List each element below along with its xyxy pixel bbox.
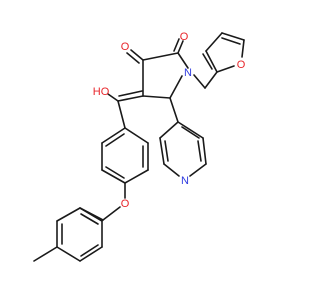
bond-c3-o-b xyxy=(126,52,140,64)
bond-bz2-3 xyxy=(56,246,81,262)
pyridine-ring xyxy=(159,121,207,177)
bond-bz2-6 xyxy=(79,207,103,222)
bond-c2-o-a xyxy=(177,40,184,54)
bond-fu-c2-c3 xyxy=(205,50,218,73)
bond-n-ch2 xyxy=(193,74,206,89)
bond-ch2-furan xyxy=(204,71,218,89)
pyrrolidinone-ring xyxy=(142,52,189,99)
bond-c3-c2 xyxy=(142,52,179,61)
bond-o-ch2 xyxy=(102,206,121,221)
atom-label-furan-o: O xyxy=(237,59,246,71)
bond-bz2-4 xyxy=(79,246,103,262)
atom-label-ring-n: N xyxy=(184,67,192,79)
pyridine-n-text: N xyxy=(181,175,189,187)
bond-bz2-1 xyxy=(56,207,81,222)
bond-py-5-inner xyxy=(197,140,202,162)
bond-bz1-4-inner xyxy=(105,166,125,179)
bond-bz1-1 xyxy=(124,127,149,144)
bond-c5-pyridyl xyxy=(169,97,179,123)
bond-bz1-6-inner xyxy=(105,133,125,147)
molecule-canvas: O O N O HO N O xyxy=(33,31,246,262)
bond-bz2-6-inner xyxy=(80,213,99,225)
atom-label-keto-o-1: O xyxy=(121,41,130,53)
furan-o-text: O xyxy=(237,59,246,71)
bond-c4-cex-a xyxy=(117,95,144,102)
bond-cex-aryl xyxy=(117,100,126,129)
ether-o-text: O xyxy=(121,198,130,210)
bond-bz1-6 xyxy=(101,127,126,144)
furan-ring xyxy=(202,32,245,73)
keto-o-1-text: O xyxy=(121,41,130,53)
bond-bz2-4-inner xyxy=(80,244,99,257)
bond-bz1-3 xyxy=(124,169,149,184)
benzene-ring-1 xyxy=(101,127,149,184)
bond-py-6 xyxy=(177,121,204,139)
atom-label-ether-o: O xyxy=(121,198,130,210)
bond-c5-c4 xyxy=(142,95,171,99)
bond-py-4 xyxy=(189,163,207,177)
molecule-structure: O O N O HO N O xyxy=(33,31,246,262)
bond-fu-c2-c3-inner xyxy=(202,53,213,70)
bond-py-3 xyxy=(163,163,180,177)
hydroxyl-text: HO xyxy=(93,86,110,98)
bond-py-1 xyxy=(159,121,179,139)
atom-label-hydroxyl: HO xyxy=(93,86,110,98)
bond-n1-c5 xyxy=(169,75,183,99)
atom-label-pyridine-n: N xyxy=(181,175,189,187)
bond-py-2-inner xyxy=(164,140,169,162)
atom-label-keto-o-2: O xyxy=(180,31,189,43)
bond-c3-o-a xyxy=(130,49,144,61)
ring-n-text: N xyxy=(184,67,192,79)
bond-fu-c4-c5-inner xyxy=(221,37,241,45)
bond-bz1-4 xyxy=(101,169,126,184)
bond-fu-c3-c4 xyxy=(205,32,223,52)
bond-fu-o-c2 xyxy=(216,65,235,73)
bond-c2-o-b xyxy=(173,38,180,52)
bond-fu-c5-o xyxy=(241,39,245,58)
bond-c4-cex-b xyxy=(118,90,143,97)
bond-cex-oh xyxy=(107,93,119,102)
bond-py-6-inner xyxy=(181,126,200,139)
keto-o-2-text: O xyxy=(180,31,189,43)
bond-methyl xyxy=(33,246,58,262)
bond-py-2 xyxy=(159,137,165,165)
benzene-ring-2 xyxy=(56,207,103,262)
bond-c2-n1 xyxy=(177,52,189,69)
bond-py-5 xyxy=(202,137,207,165)
bond-fu-c4-c5 xyxy=(221,32,245,41)
